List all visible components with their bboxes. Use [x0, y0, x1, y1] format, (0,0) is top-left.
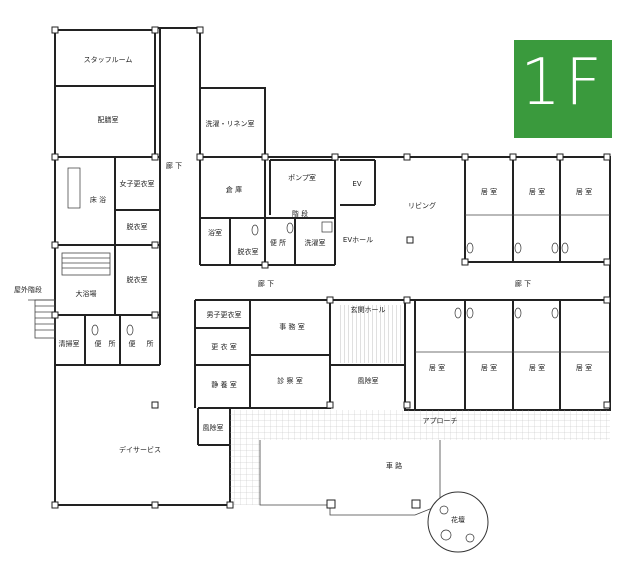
label-big-bath: 大浴場	[76, 289, 97, 298]
label-cleaning-room: 清掃室	[59, 339, 80, 348]
left-wing-walls	[55, 28, 161, 366]
columns	[51, 26, 611, 509]
label-toilet-5: 所	[147, 339, 154, 348]
label-outdoor-stairs: 屋外階段	[14, 285, 42, 294]
floor-level-badge: 1F	[514, 40, 612, 138]
label-dressing-3: 脱衣室	[127, 275, 148, 284]
label-windbreak-2: 風除室	[203, 423, 224, 432]
floor-level-label: 1F	[520, 46, 606, 120]
label-floor-bath: 床 浴	[90, 195, 106, 204]
room-labels: スタッフルーム 配膳室 洗濯・リネン室 廊 下 倉 庫 ポンプ室 EV リビング…	[14, 55, 592, 524]
outdoor-stairs	[28, 299, 56, 339]
label-stairs: 階 段	[292, 209, 308, 218]
label-womens-changing: 女子更衣室	[120, 179, 155, 188]
label-corridor-middle: 廊 下	[258, 279, 274, 288]
toilet-fixtures	[67, 167, 569, 336]
label-living: リビング	[408, 201, 436, 210]
label-day-service: デイサービス	[119, 445, 161, 454]
big-bath-steps	[61, 252, 111, 276]
label-resident-room: 居 室	[481, 187, 497, 196]
label-resident-room: 居 室	[481, 363, 497, 372]
label-corridor-vertical: 廊 下	[166, 161, 182, 170]
label-bath-small: 浴室	[208, 228, 222, 237]
label-flower-bed: 花壇	[451, 515, 465, 524]
label-quiet-room: 静 養 室	[211, 380, 236, 389]
label-toilet-4: 便	[129, 339, 136, 348]
label-pump-room: ポンプ室	[288, 173, 316, 182]
label-driveway: 車 路	[386, 461, 402, 470]
approach-paving	[230, 410, 610, 440]
label-ev-hall: EVホール	[343, 236, 373, 244]
label-dressing-2: 脱衣室	[238, 247, 259, 256]
central-walls	[199, 88, 376, 266]
label-resident-room: 居 室	[529, 187, 545, 196]
label-resident-room: 居 室	[576, 187, 592, 196]
label-toilet-1: 便 所	[270, 238, 286, 247]
label-dressing-1: 脱衣室	[127, 222, 148, 231]
label-corridor-right: 廊 下	[515, 279, 531, 288]
right-top-rooms	[464, 157, 610, 263]
label-staff-room: スタッフルーム	[84, 55, 133, 64]
flower-bed	[427, 491, 489, 553]
label-windbreak-1: 風除室	[358, 376, 379, 385]
label-ev: EV	[352, 180, 361, 188]
label-exam-room: 診 察 室	[277, 376, 302, 385]
label-approach: アプローチ	[423, 417, 458, 425]
label-resident-room: 居 室	[429, 363, 445, 372]
label-laundry-room: 洗濯室	[305, 238, 326, 247]
label-laundry-linen: 洗濯・リネン室	[206, 119, 255, 128]
label-resident-room: 居 室	[529, 363, 545, 372]
label-storage: 倉 庫	[226, 185, 242, 194]
entrance-floor-pattern	[338, 305, 403, 363]
label-entrance-hall: 玄関ホール	[351, 305, 386, 314]
label-toilet-2: 便	[95, 339, 102, 348]
right-bottom-rooms	[405, 299, 610, 410]
label-office: 事 務 室	[279, 322, 304, 331]
label-resident-room: 居 室	[576, 363, 592, 372]
lower-middle-walls	[194, 299, 405, 446]
label-changing-room: 更 衣 室	[211, 342, 236, 351]
label-mens-changing: 男子更衣室	[207, 310, 242, 319]
approach-paving-left	[230, 440, 260, 505]
label-serving-room: 配膳室	[98, 115, 119, 124]
label-toilet-3: 所	[109, 339, 116, 348]
